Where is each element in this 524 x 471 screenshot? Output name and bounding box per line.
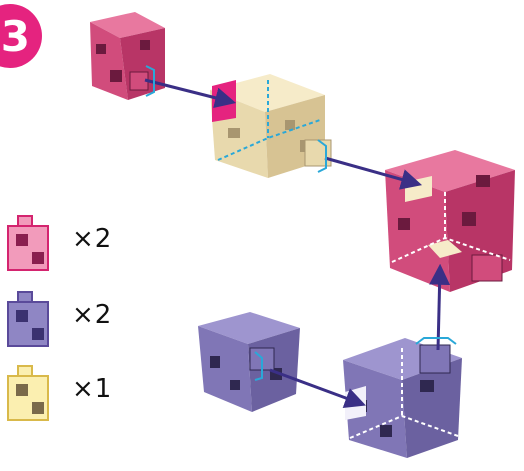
purple-block-icon xyxy=(7,291,49,347)
guide-bracket xyxy=(317,139,327,173)
legend-item-purple: ×2 xyxy=(0,290,140,350)
legend-quantity: ×2 xyxy=(72,300,113,330)
cream-cube xyxy=(210,74,332,178)
legend-item-yellow: ×1 xyxy=(0,364,140,424)
yellow-block-icon xyxy=(7,365,49,421)
arrow-cream-to-pink-large xyxy=(324,156,423,190)
purple-cube-large xyxy=(343,338,462,458)
guide-bracket xyxy=(415,337,457,345)
legend-quantity: ×2 xyxy=(72,224,113,254)
legend-quantity: ×1 xyxy=(72,374,113,404)
purple-cube-small xyxy=(198,312,300,412)
arrow-pink-to-cream xyxy=(144,78,237,109)
pink-block-icon xyxy=(7,215,49,271)
guide-bracket xyxy=(145,65,155,97)
arrow-purple-to-purple xyxy=(269,368,366,409)
pink-cube-large xyxy=(385,150,515,292)
arrow-purple-up-to-pink xyxy=(429,263,451,351)
guide-bracket xyxy=(254,351,263,381)
legend-item-pink: ×2 xyxy=(0,214,140,274)
step-number: 3 xyxy=(0,11,30,61)
pink-cube-small xyxy=(90,12,165,100)
